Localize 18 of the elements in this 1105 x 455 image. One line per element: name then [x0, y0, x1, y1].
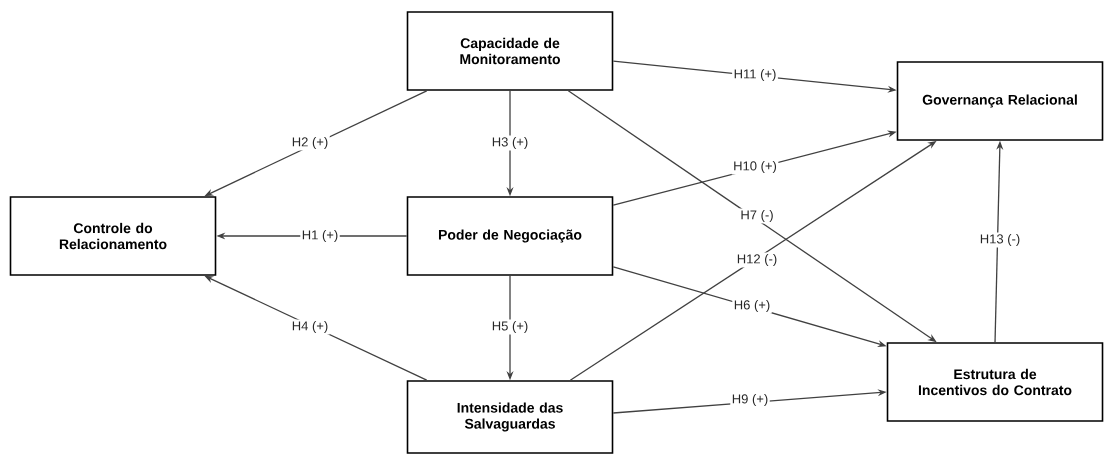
construct-box: Estrutura de Incentivos do Contrato	[886, 342, 1104, 422]
edge-label: H1 (+)	[300, 228, 340, 244]
edge-label: H10 (+)	[731, 159, 779, 175]
construct-box: Capacidade de Monitoramento	[406, 11, 614, 91]
edge-label: H7 (-)	[738, 208, 776, 224]
edge-label: H6 (+)	[732, 298, 772, 314]
construct-box: Controle do Relacionamento	[9, 196, 217, 276]
edge-label: H9 (+)	[730, 392, 770, 408]
edge-label: H12 (-)	[735, 252, 779, 268]
edge-label: H13 (-)	[978, 232, 1022, 248]
edge-label: H2 (+)	[290, 135, 330, 151]
edge-label: H3 (+)	[490, 135, 530, 151]
edge-label: H11 (+)	[732, 67, 778, 83]
edge-label: H5 (+)	[490, 319, 530, 335]
construct-box: Governança Relacional	[896, 61, 1104, 141]
construct-box: Intensidade das Salvaguardas	[406, 380, 614, 454]
edge-label: H4 (+)	[290, 319, 330, 335]
construct-box: Poder de Negociação	[406, 196, 614, 276]
